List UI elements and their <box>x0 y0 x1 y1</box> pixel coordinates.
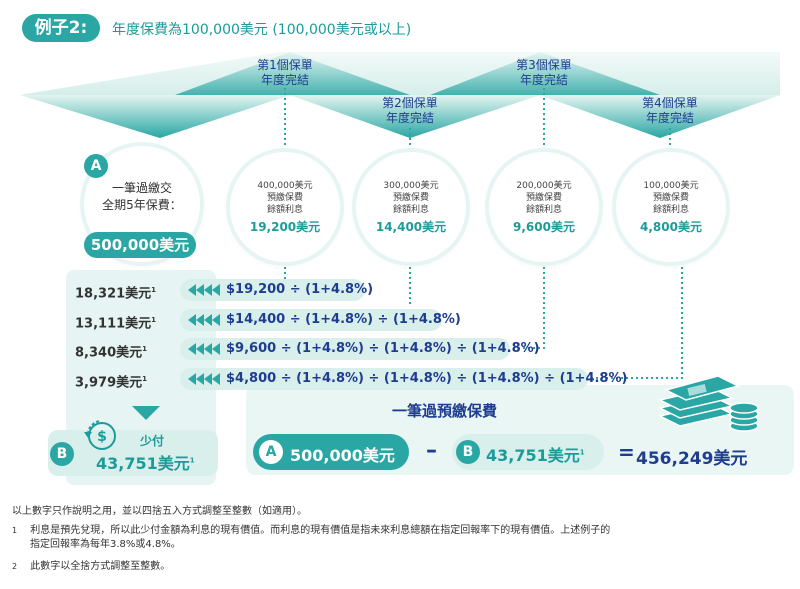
lump-sum-amount: 500,000美元 <box>84 232 196 258</box>
pv-value-1: 18,321美元1 <box>75 286 157 302</box>
summary-b-value: 43,751美元1 <box>486 446 585 465</box>
badge-b: B <box>50 442 74 466</box>
pv-value-2: 13,111美元1 <box>75 316 157 332</box>
summary-heading: 一筆過預繳保費 <box>392 402 498 420</box>
chevrons-left-icon <box>188 284 220 296</box>
footnote-1: 1 利息是預先兌現，所以此少付金額為利息的現有價值。而利息的現有價值是指未來利息… <box>12 525 611 550</box>
underpaid-amount: 43,751美元1 <box>96 454 195 473</box>
footnote-2: 2 此數字以全捨方式調整至整數。 <box>12 561 171 572</box>
triangle-5 <box>540 95 780 138</box>
pv-formula-row-1: $19,200 ÷ (1+4.8%) <box>180 279 373 301</box>
underpaid-label: 少付 <box>140 434 165 448</box>
year-2-label: 第2個保單年度完結 <box>382 96 438 125</box>
year-1-label: 第1個保單年度完結 <box>257 58 313 87</box>
year-3-label: 第3個保單年度完結 <box>516 58 572 87</box>
svg-text:$: $ <box>97 429 107 445</box>
dollar-refund-icon: $ <box>84 420 116 450</box>
pv-value-3: 8,340美元1 <box>75 345 147 361</box>
result-amount: 456,249美元 <box>636 449 748 469</box>
interest-circle-1: 400,000美元預繳保費餘額利息 19,200美元 <box>230 152 340 262</box>
chevrons-left-icon <box>188 373 220 385</box>
page-title: 年度保費為100,000美元 (100,000美元或以上) <box>112 22 412 38</box>
pv-formula-row-2: $14,400 ÷ (1+4.8%) ÷ (1+4.8%) <box>180 309 461 331</box>
interest-circle-3: 200,000美元預繳保費餘額利息 9,600美元 <box>489 152 599 262</box>
summary-a-value: 500,000美元 <box>290 446 395 465</box>
triangle-3 <box>290 95 540 138</box>
down-arrow <box>132 406 160 420</box>
pv-formula-row-3: $9,600 ÷ (1+4.8%) ÷ (1+4.8%) ÷ (1+4.8%) <box>180 338 540 360</box>
chevrons-left-icon <box>188 314 220 326</box>
interest-circle-4: 100,000美元預繳保費餘額利息 4,800美元 <box>616 152 726 262</box>
note-main: 以上數字只作說明之用，並以四捨五入方式調整至整數（如適用）。 <box>12 506 307 517</box>
summary-badge-b: B <box>456 440 480 464</box>
summary-badge-a: A <box>259 440 283 464</box>
badge-a: A <box>84 154 108 178</box>
triangle-1 <box>20 95 290 138</box>
example-badge: 例子2: <box>22 14 100 42</box>
pv-formula-row-4: $4,800 ÷ (1+4.8%) ÷ (1+4.8%) ÷ (1+4.8%) … <box>180 368 627 390</box>
interest-circle-2: 300,000美元預繳保費餘額利息 14,400美元 <box>356 152 466 262</box>
triangle-4 <box>430 52 660 95</box>
triangle-2 <box>175 52 410 95</box>
money-stack-icon <box>657 375 759 432</box>
minus-sign: – <box>426 438 437 463</box>
chevrons-left-icon <box>188 343 220 355</box>
year-4-label: 第4個保單年度完結 <box>642 96 698 125</box>
underpayment-box <box>48 430 218 476</box>
pv-value-4: 3,979美元1 <box>75 375 147 391</box>
equals-sign: = <box>618 440 635 464</box>
